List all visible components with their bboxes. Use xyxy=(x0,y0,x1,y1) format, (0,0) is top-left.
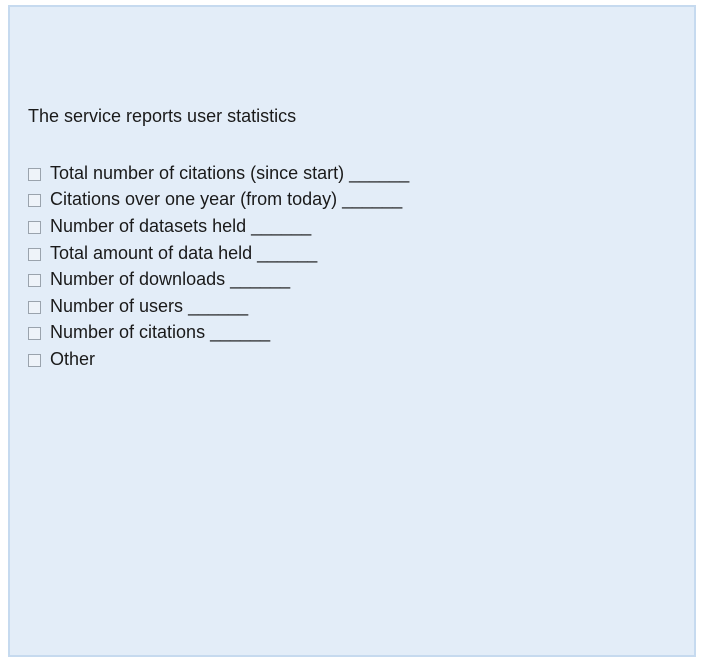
checkbox[interactable] xyxy=(28,274,41,288)
option-item[interactable]: Number of users ______ xyxy=(28,293,409,320)
checkbox[interactable] xyxy=(28,247,41,261)
option-label: Number of datasets held xyxy=(50,215,247,236)
option-item[interactable]: Number of datasets held ______ xyxy=(28,213,409,240)
blank-field[interactable]: ______ xyxy=(210,322,271,343)
blank-field[interactable]: ______ xyxy=(257,242,318,263)
option-label: Number of users xyxy=(50,295,184,316)
blank-field[interactable]: ______ xyxy=(188,295,249,316)
option-label: Citations over one year (from today) xyxy=(50,189,338,210)
checkbox[interactable] xyxy=(28,167,41,181)
option-item[interactable]: Total amount of data held ______ xyxy=(28,240,409,267)
option-label: Other xyxy=(50,348,96,369)
checkbox[interactable] xyxy=(28,194,41,208)
checkbox[interactable] xyxy=(28,300,41,314)
checkbox[interactable] xyxy=(28,220,41,234)
options-list: Total number of citations (since start) … xyxy=(28,160,409,373)
survey-panel: The service reports user statistics Tota… xyxy=(8,5,696,657)
option-item[interactable]: Number of downloads ______ xyxy=(28,266,409,293)
blank-field[interactable]: ______ xyxy=(251,215,312,236)
blank-field[interactable]: ______ xyxy=(230,269,291,290)
blank-field[interactable]: ______ xyxy=(349,162,410,183)
option-label: Total number of citations (since start) xyxy=(50,162,345,183)
option-item[interactable]: Other xyxy=(28,346,409,373)
option-item[interactable]: Total number of citations (since start) … xyxy=(28,160,409,187)
option-item[interactable]: Citations over one year (from today) ___… xyxy=(28,187,409,214)
option-item[interactable]: Number of citations ______ xyxy=(28,320,409,347)
option-label: Number of citations xyxy=(50,322,206,343)
checkbox[interactable] xyxy=(28,353,41,367)
option-label: Total amount of data held xyxy=(50,242,253,263)
checkbox[interactable] xyxy=(28,327,41,341)
blank-field[interactable]: ______ xyxy=(342,189,403,210)
option-label: Number of downloads xyxy=(50,269,226,290)
question-text: The service reports user statistics xyxy=(28,106,297,126)
